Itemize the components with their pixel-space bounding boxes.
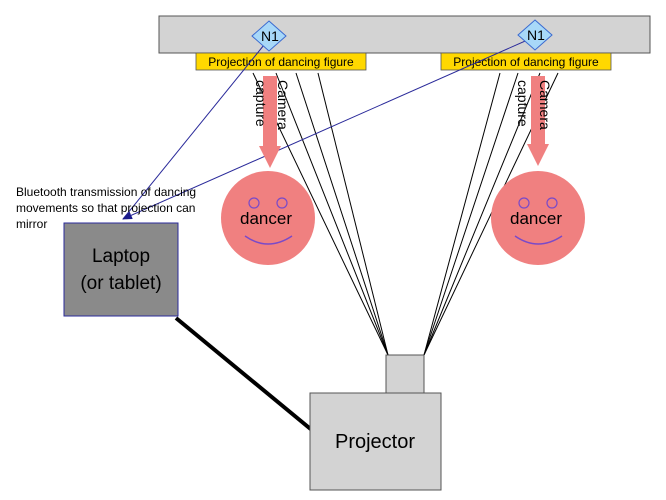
projection-label-box-left bbox=[195, 52, 367, 71]
bluetooth-link-left bbox=[122, 39, 269, 220]
node-n1-left-label: N1 bbox=[261, 28, 279, 44]
camera-label-left-line2: capture bbox=[253, 80, 269, 127]
bluetooth-note-line3: mirror bbox=[16, 217, 47, 231]
camera-capture-arrow-right bbox=[527, 76, 549, 166]
projection-screen-bar bbox=[158, 15, 651, 54]
dancer-right-mouth bbox=[514, 235, 563, 245]
dancer-right-face bbox=[491, 171, 585, 265]
dancer-left-mouth bbox=[244, 235, 293, 245]
dancer-right: dancer bbox=[491, 171, 585, 265]
node-n1-left: N1 bbox=[251, 20, 287, 52]
dancer-right-eye bbox=[546, 197, 558, 209]
bluetooth-note-line2: movements so that projection can bbox=[16, 201, 195, 215]
camera-label-right-line2: capture bbox=[515, 80, 531, 127]
bluetooth-note-line1: Bluetooth transmission of dancing bbox=[16, 185, 196, 199]
projector-lens bbox=[385, 354, 425, 394]
projector-label: Projector bbox=[335, 431, 415, 453]
dancer-left-label: dancer bbox=[240, 209, 292, 228]
camera-capture-arrow-left bbox=[259, 76, 281, 168]
dancer-right-label: dancer bbox=[510, 209, 562, 228]
bluetooth-link-right bbox=[122, 37, 533, 220]
dancer-right-eye bbox=[518, 197, 530, 209]
camera-label-right-line1: Camera bbox=[537, 80, 553, 130]
laptop-box bbox=[63, 222, 179, 317]
projector-body bbox=[309, 392, 442, 491]
laptop-projector-cable bbox=[174, 316, 315, 433]
projection-label-right: Projection of dancing figure bbox=[453, 55, 599, 69]
dancer-left: dancer bbox=[221, 171, 315, 265]
dancer-left-eye bbox=[276, 197, 288, 209]
camera-label-left-line1: Camera bbox=[275, 80, 291, 130]
dancer-left-eye bbox=[248, 197, 260, 209]
projection-label-left: Projection of dancing figure bbox=[208, 55, 354, 69]
laptop-label-line2: (or tablet) bbox=[80, 273, 161, 294]
node-n1-right: N1 bbox=[517, 19, 553, 51]
laptop-label-line1: Laptop bbox=[92, 246, 150, 267]
dancer-left-face bbox=[221, 171, 315, 265]
projection-label-box-right bbox=[440, 52, 612, 71]
node-n1-right-label: N1 bbox=[527, 27, 545, 43]
